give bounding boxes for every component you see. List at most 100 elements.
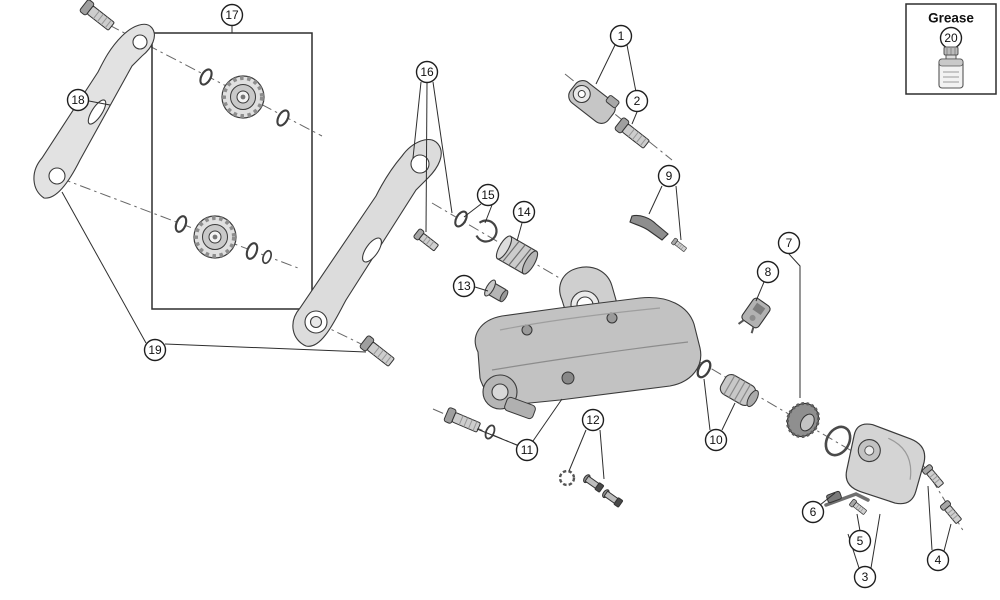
leader-line-10 — [721, 402, 736, 431]
adjust-knob — [785, 401, 821, 439]
tension-pulley — [192, 214, 238, 260]
callout-17: 17 — [220, 3, 244, 27]
pulley-bolt-top — [78, 0, 117, 33]
callout-3-label: 3 — [862, 570, 869, 584]
callout-20: 20 — [939, 26, 963, 50]
callout-7: 7 — [777, 231, 801, 255]
grease-tube-icon — [938, 46, 964, 89]
assembly-axes — [59, 14, 965, 533]
callout-7-label: 7 — [786, 236, 793, 250]
leader-line-14 — [516, 222, 523, 242]
outer-cage-plate — [292, 139, 442, 347]
callout-12-label: 12 — [586, 413, 600, 427]
axis-line — [692, 357, 875, 465]
leader-line-3 — [870, 513, 881, 569]
grease-box-title: Grease — [928, 11, 974, 26]
callout-15: 15 — [476, 183, 500, 207]
leader-line-15 — [484, 204, 493, 224]
leader-line-13 — [474, 286, 489, 292]
leader-line-16 — [432, 81, 453, 214]
grease-box-frame — [905, 3, 997, 95]
callout-18-label: 18 — [71, 93, 85, 107]
spring-washer — [451, 208, 471, 230]
wave-washer — [558, 469, 576, 487]
guide-pulley — [220, 74, 266, 120]
pulley-washer — [172, 213, 190, 235]
callout-1: 1 — [609, 24, 633, 48]
pulley-washer — [274, 107, 292, 129]
cover-screw — [921, 463, 946, 490]
callout-18: 18 — [66, 88, 90, 112]
callout-6-label: 6 — [810, 505, 817, 519]
cable-boot — [719, 373, 759, 408]
inner-cage-plate — [33, 23, 155, 199]
callout-6: 6 — [801, 500, 825, 524]
callout-16: 16 — [415, 60, 439, 84]
parts-group-box-17 — [151, 32, 313, 310]
leader-line-7 — [788, 253, 801, 398]
anchor-screw — [848, 498, 868, 516]
contact-block — [737, 297, 771, 334]
leader-line-1 — [595, 44, 616, 85]
callout-1-label: 1 — [618, 29, 625, 43]
leader-line-9 — [648, 185, 663, 215]
o-ring — [824, 425, 852, 457]
adjust-set-screw — [600, 488, 624, 509]
leader-line-8 — [755, 281, 765, 302]
leader-lines — [61, 26, 952, 569]
callout-19: 19 — [143, 338, 167, 362]
callout-12: 12 — [581, 408, 605, 432]
stopper-plate — [629, 214, 669, 241]
callout-10-label: 10 — [709, 433, 723, 447]
leader-line-16 — [425, 82, 428, 233]
callout-13-label: 13 — [457, 279, 471, 293]
leader-line-12 — [599, 429, 605, 480]
leader-line-11 — [476, 428, 518, 446]
callout-9-label: 9 — [666, 169, 673, 183]
adjust-set-screw — [581, 473, 605, 494]
snap-ring — [474, 219, 498, 243]
leader-line-19 — [61, 191, 147, 344]
callout-8-label: 8 — [765, 265, 772, 279]
leader-line-12 — [568, 429, 587, 472]
callout-19-label: 19 — [148, 343, 162, 357]
leader-line-15 — [463, 203, 482, 218]
leader-line-6 — [819, 492, 836, 506]
callout-15-label: 15 — [481, 188, 495, 202]
leader-line-10 — [703, 378, 711, 431]
leader-line-1 — [626, 44, 637, 93]
leader-line-9 — [675, 185, 682, 241]
stopper-screw — [670, 237, 688, 253]
tension-spring — [495, 235, 539, 275]
callout-14: 14 — [512, 200, 536, 224]
callout-17-label: 17 — [225, 8, 239, 22]
callout-13: 13 — [452, 274, 476, 298]
spring-bushing — [484, 279, 509, 303]
cover-screw — [939, 499, 964, 526]
cage-stop-bolt — [443, 406, 483, 436]
callout-11-label: 11 — [521, 443, 534, 457]
leader-line-2 — [631, 111, 638, 125]
callout-20-label: 20 — [944, 31, 958, 45]
leader-line-18 — [88, 100, 111, 106]
callout-14-label: 14 — [517, 205, 531, 219]
leader-line-19 — [164, 343, 367, 353]
callout-11: 11 — [515, 438, 539, 462]
derailleur-body — [474, 266, 702, 420]
callout-5: 5 — [848, 529, 872, 553]
callout-4-label: 4 — [935, 553, 942, 567]
pulley-washer — [243, 240, 261, 262]
leader-line-11 — [532, 398, 563, 442]
callout-5-label: 5 — [857, 534, 864, 548]
callout-2: 2 — [625, 89, 649, 113]
callout-3: 3 — [853, 565, 877, 589]
callout-2-label: 2 — [634, 94, 641, 108]
anchor-lever — [824, 492, 870, 507]
leader-line-5 — [856, 513, 861, 532]
bracket-axle-unit — [568, 80, 620, 124]
grease-box: Grease 20 — [905, 3, 997, 95]
pulley-washer — [197, 66, 215, 88]
pulley-washer — [260, 248, 274, 266]
